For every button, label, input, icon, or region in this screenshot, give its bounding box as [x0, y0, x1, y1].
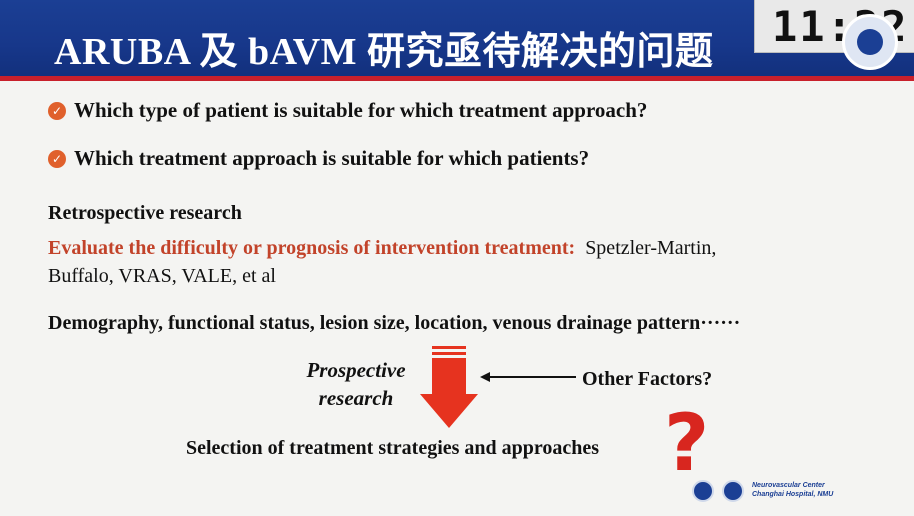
slide-title: ARUBA 及 bAVM 研究亟待解决的问题 [54, 31, 714, 73]
demography-factors: Demography, functional status, lesion si… [48, 312, 741, 334]
footer-affiliation: Neurovascular Center Changhai Hospital, … [752, 481, 833, 499]
evaluate-label: Evaluate the difficulty or prognosis of … [48, 237, 576, 259]
evaluate-line: Evaluate the difficulty or prognosis of … [48, 237, 716, 260]
prospective-line-1: Prospective [306, 358, 406, 382]
selection-label: Selection of treatment strategies and ap… [186, 437, 600, 459]
footer-logos [692, 480, 744, 502]
bullet-item: ✓ Which treatment approach is suitable f… [48, 146, 589, 171]
bullet-item: ✓ Which type of patient is suitable for … [48, 98, 647, 123]
other-factors-label: Other Factors? [582, 368, 713, 390]
arrow-left-icon [480, 372, 576, 382]
retrospective-heading: Retrospective research [48, 202, 242, 224]
evaluate-scales-continued: Buffalo, VRAS, VALE, et al [48, 265, 276, 287]
arrow-down-icon [420, 346, 478, 428]
prospective-research-label: Prospective research [296, 356, 416, 412]
evaluate-scales: Spetzler-Martin, [585, 237, 717, 259]
check-circle-icon: ✓ [48, 149, 66, 168]
hospital-seal-icon [722, 480, 744, 502]
bullet-text: Which type of patient is suitable for wh… [74, 98, 648, 122]
university-logo-icon [692, 480, 714, 502]
footer-line-2: Changhai Hospital, NMU [752, 491, 834, 498]
hospital-logo-icon [842, 14, 898, 70]
prospective-line-2: research [318, 386, 394, 410]
check-circle-icon: ✓ [48, 101, 66, 120]
footer-line-1: Neurovascular Center [752, 482, 825, 489]
bullet-text: Which treatment approach is suitable for… [74, 146, 590, 170]
question-mark-icon: ? [664, 399, 710, 489]
header-accent-line [0, 76, 914, 81]
